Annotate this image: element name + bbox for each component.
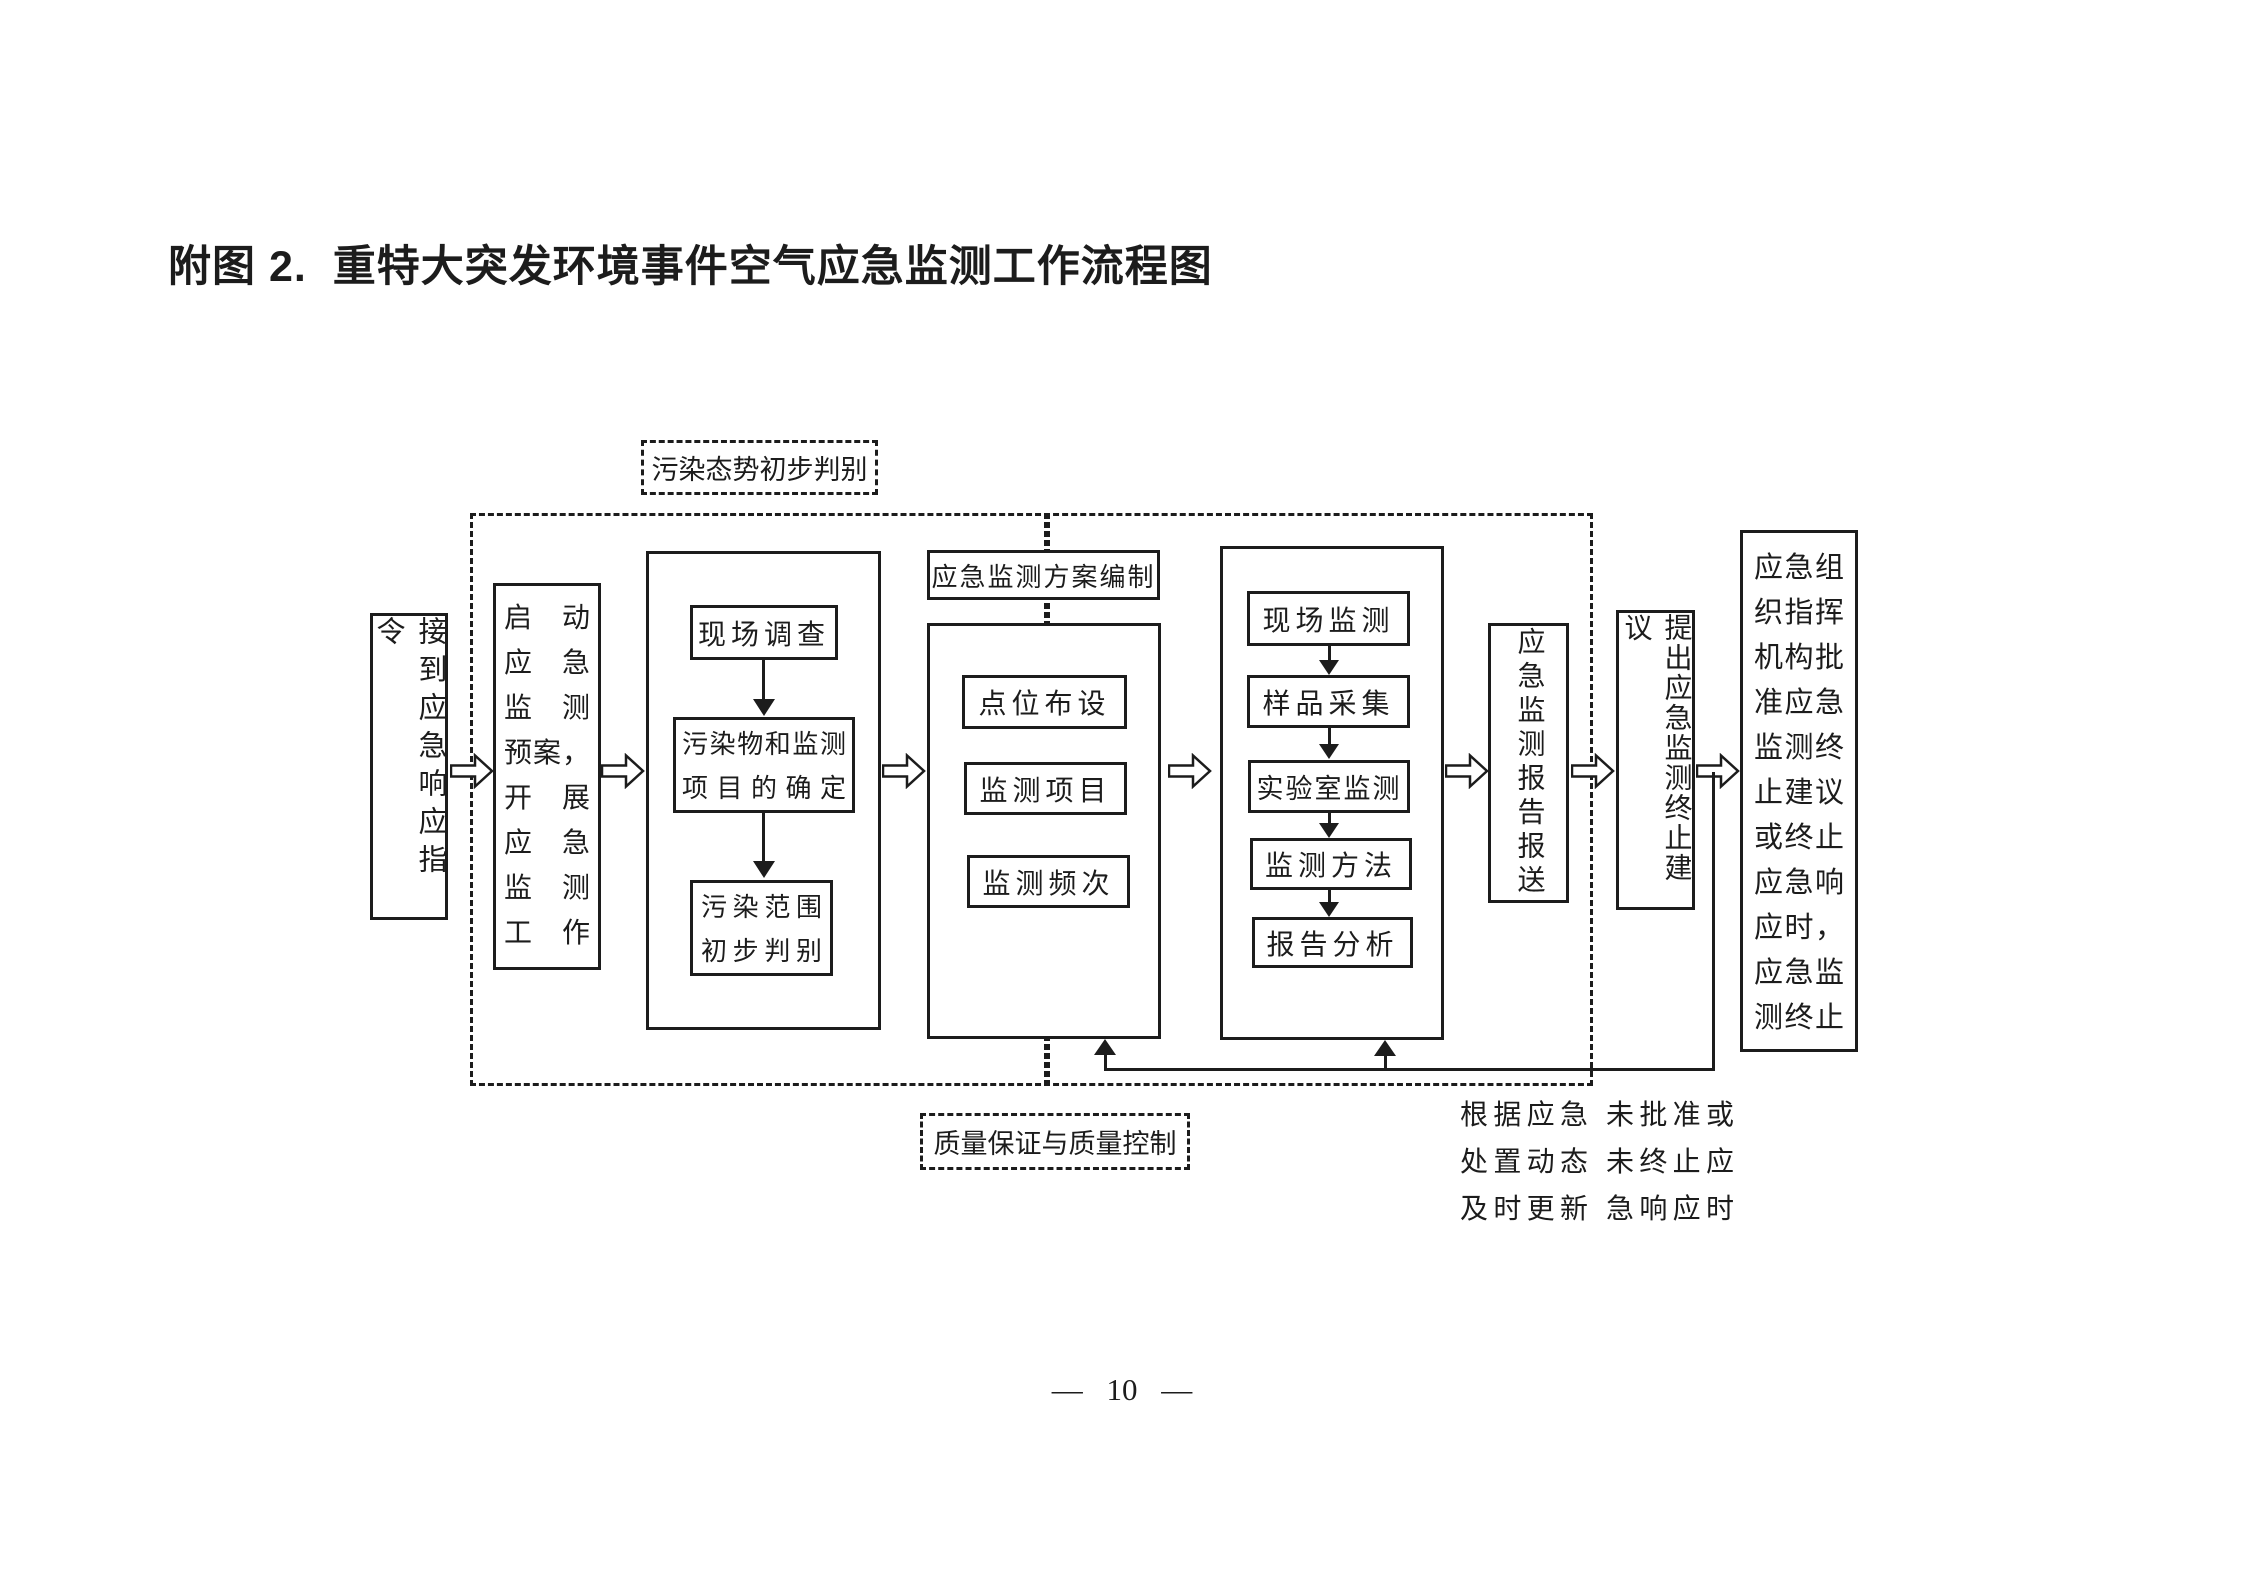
node-termination-approval-line: 机构批 <box>1754 642 1844 674</box>
down-arrow-icon <box>1319 660 1339 675</box>
node-site-survey: 现场调查 <box>690 605 838 660</box>
node-propose-termination: 提出应急监测终止建议 <box>1616 610 1695 910</box>
node-start-monitoring-line: 预案， <box>504 738 590 769</box>
down-arrow-icon <box>1319 902 1339 917</box>
node-termination-approval-line: 应急监 <box>1754 957 1844 989</box>
node-start-monitoring-line: 工作 <box>504 918 590 949</box>
node-pollution-range-line: 初步判别 <box>701 937 822 966</box>
node-pollutant-determination-line: 污染物和监测 <box>682 730 846 759</box>
flow-arrow-right-icon <box>1696 753 1740 789</box>
node-receive-order: 接到应急响应指令 <box>370 613 448 920</box>
node-termination-approval-line: 监测终 <box>1754 732 1844 764</box>
annotation-update-note-line: 根据应急 <box>1460 1100 1588 1131</box>
annotation-not-approved-note-line: 未批准或 <box>1606 1100 1734 1131</box>
node-start-monitoring-line: 应急 <box>504 648 590 679</box>
flow-arrow-right-icon <box>1445 753 1489 789</box>
node-laboratory-monitoring: 实验室监测 <box>1248 760 1410 813</box>
node-termination-approval-line: 应急组 <box>1754 552 1844 584</box>
down-arrow-stem <box>1328 646 1331 662</box>
node-propose-termination-text: 提出应急监测终止建议 <box>1620 613 1692 883</box>
node-start-monitoring-line: 应急 <box>504 828 590 859</box>
annotation-not-approved-note-line: 急响应时 <box>1606 1194 1734 1225</box>
down-arrow-icon <box>1319 823 1339 838</box>
down-arrow-icon <box>1319 744 1339 759</box>
annotation-not-approved-note-line: 未终止应 <box>1606 1147 1734 1178</box>
down-arrow-icon <box>753 699 775 716</box>
page-number: — 10 — <box>1051 1372 1193 1407</box>
figure-title: 附图 2. 重特大突发环境事件空气应急监测工作流程图 <box>168 243 1213 291</box>
down-arrow-stem <box>1328 890 1331 904</box>
down-arrow-stem <box>762 813 765 863</box>
node-pollutant-determination-line: 项目的确定 <box>682 774 846 803</box>
flow-arrow-right-icon <box>882 753 926 789</box>
flow-arrow-right-icon <box>1571 753 1615 789</box>
node-termination-approval: 应急组 织指挥 机构批 准应急 监测终 止建议 或终止 应急响 应时， 应急监 … <box>1740 530 1858 1052</box>
node-site-monitoring: 现场监测 <box>1247 591 1410 646</box>
node-monitoring-method: 监测方法 <box>1250 838 1412 890</box>
node-termination-approval-line: 或终止 <box>1754 822 1844 854</box>
node-termination-approval-line: 止建议 <box>1754 777 1844 809</box>
node-point-layout: 点位布设 <box>962 675 1127 729</box>
node-sample-collection: 样品采集 <box>1247 675 1410 728</box>
flow-arrow-right-icon <box>450 753 494 789</box>
down-arrow-stem <box>762 660 765 702</box>
node-report-analysis: 报告分析 <box>1252 917 1413 968</box>
node-start-monitoring-line: 启动 <box>504 603 590 634</box>
node-pollution-range: 污染范围 初步判别 <box>690 880 833 976</box>
node-start-monitoring-line: 开展 <box>504 783 590 814</box>
down-arrow-stem <box>1328 728 1331 745</box>
flow-arrow-right-icon <box>601 753 645 789</box>
node-termination-approval-line: 准应急 <box>1754 687 1844 719</box>
node-pollution-range-line: 污染范围 <box>701 893 822 922</box>
node-start-monitoring: 启动 应急 监测 预案， 开展 应急 监测 工作 <box>493 583 601 970</box>
node-pollutant-determination: 污染物和监测 项目的确定 <box>673 717 855 813</box>
annotation-update-note: 根据应急 处置动态 及时更新 <box>1460 1092 1588 1233</box>
node-report-submission: 应急监测报告报送 <box>1488 623 1569 903</box>
feedback-up-arrow-icon <box>1094 1039 1116 1055</box>
node-receive-order-text: 接到应急响应指令 <box>372 616 446 882</box>
down-arrow-icon <box>753 861 775 878</box>
node-monitoring-items: 监测项目 <box>964 762 1127 815</box>
label-plan-preparation: 应急监测方案编制 <box>927 550 1160 600</box>
annotation-update-note-line: 处置动态 <box>1460 1147 1588 1178</box>
node-start-monitoring-line: 监测 <box>504 873 590 904</box>
node-monitoring-frequency: 监测频次 <box>967 855 1130 908</box>
node-start-monitoring-line: 监测 <box>504 693 590 724</box>
node-termination-approval-line: 应急响 <box>1754 867 1844 899</box>
label-pollution-assessment: 污染态势初步判别 <box>641 440 878 495</box>
feedback-up-arrow-stem <box>1384 1054 1387 1070</box>
feedback-up-arrow-stem <box>1104 1053 1107 1070</box>
feedback-line-vertical <box>1712 772 1715 1070</box>
flow-arrow-right-icon <box>1168 753 1212 789</box>
feedback-line-horizontal <box>1104 1068 1715 1071</box>
node-termination-approval-line: 应时， <box>1754 912 1844 944</box>
feedback-up-arrow-icon <box>1374 1040 1396 1056</box>
annotation-update-note-line: 及时更新 <box>1460 1194 1588 1225</box>
node-report-submission-text: 应急监测报告报送 <box>1513 627 1545 899</box>
annotation-not-approved-note: 未批准或 未终止应 急响应时 <box>1606 1092 1734 1233</box>
label-qa-qc: 质量保证与质量控制 <box>920 1113 1190 1170</box>
node-termination-approval-line: 织指挥 <box>1754 597 1844 629</box>
node-termination-approval-line: 测终止 <box>1754 1002 1844 1034</box>
down-arrow-stem <box>1328 813 1331 825</box>
